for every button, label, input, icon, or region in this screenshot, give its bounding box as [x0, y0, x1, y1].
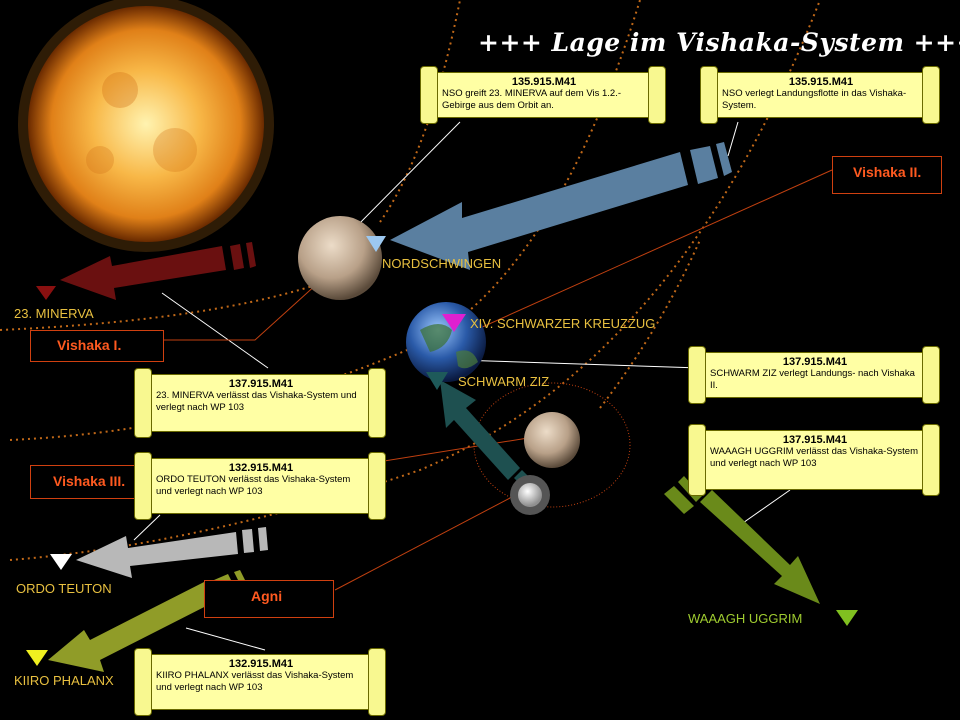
event-text: ORDO TEUTON verlässt das Vishaka-System …	[156, 474, 351, 497]
arrow-minerva	[60, 242, 256, 300]
label-teuton: ORDO TEUTON	[16, 581, 112, 596]
label-kiiro: KIIRO PHALANX	[14, 673, 114, 688]
label-minerva: 23. MINERVA	[14, 306, 94, 321]
event-date: 137.915.M41	[228, 378, 294, 390]
marker-nordschwingen	[366, 236, 386, 252]
box-vishaka2: Vishaka II.	[832, 156, 942, 194]
connector-lines	[133, 121, 791, 651]
event-text: 23. MINERVA verlässt das Vishaka-System …	[156, 390, 357, 413]
vishaka3-planet	[524, 412, 580, 468]
box-agni: Agni	[204, 580, 334, 618]
arrow-ziz	[440, 380, 530, 486]
sun	[18, 0, 274, 252]
event-date: 132.915.M41	[228, 658, 294, 670]
marker-minerva	[36, 286, 56, 300]
vishaka1-planet	[298, 216, 382, 300]
arrow-teuton	[76, 527, 268, 578]
box-agni-text: Agni	[251, 588, 283, 604]
event-text: KIIRO PHALANX verlässt das Vishaka-Syste…	[156, 670, 354, 693]
event-date: 135.915.M41	[511, 76, 577, 88]
moon-orbit	[473, 382, 631, 508]
box-vishaka3-text: Vishaka III.	[53, 473, 126, 489]
arrow-nordschwingen	[390, 142, 732, 270]
event-date: 137.915.M41	[782, 434, 848, 446]
page-title: +++ Lage im Vishaka-System +++	[478, 28, 960, 57]
event-date: 132.915.M41	[228, 462, 294, 474]
event-text: NSO greift 23. MINERVA auf dem Vis 1.2.-…	[442, 88, 621, 111]
label-kreuzzug: XIV. SCHWARZER KREUZZUG	[470, 316, 656, 331]
box-vishaka2-text: Vishaka II.	[853, 164, 922, 180]
label-uggrim: WAAAGH UGGRIM	[688, 611, 803, 626]
marker-teuton	[50, 554, 72, 570]
label-nordschwingen: NORDSCHWINGEN	[382, 256, 502, 271]
event-date: 137.915.M41	[782, 356, 848, 368]
marker-ziz	[426, 372, 448, 390]
event-date: 135.915.M41	[788, 76, 854, 88]
marker-kreuzzug	[442, 314, 466, 332]
marker-kiiro	[26, 650, 48, 666]
box-vishaka1-text: Vishaka I.	[57, 337, 122, 353]
marker-uggrim	[836, 610, 858, 626]
label-ziz: SCHWARM ZIZ	[458, 374, 550, 389]
event-text: NSO verlegt Landungsflotte in das Vishak…	[722, 88, 907, 111]
event-text: WAAAGH UGGRIM verlässt das Vishaka-Syste…	[710, 446, 918, 469]
box-vishaka1: Vishaka I.	[30, 330, 164, 362]
event-text: SCHWARM ZIZ verlegt Landungs- nach Visha…	[710, 368, 915, 391]
